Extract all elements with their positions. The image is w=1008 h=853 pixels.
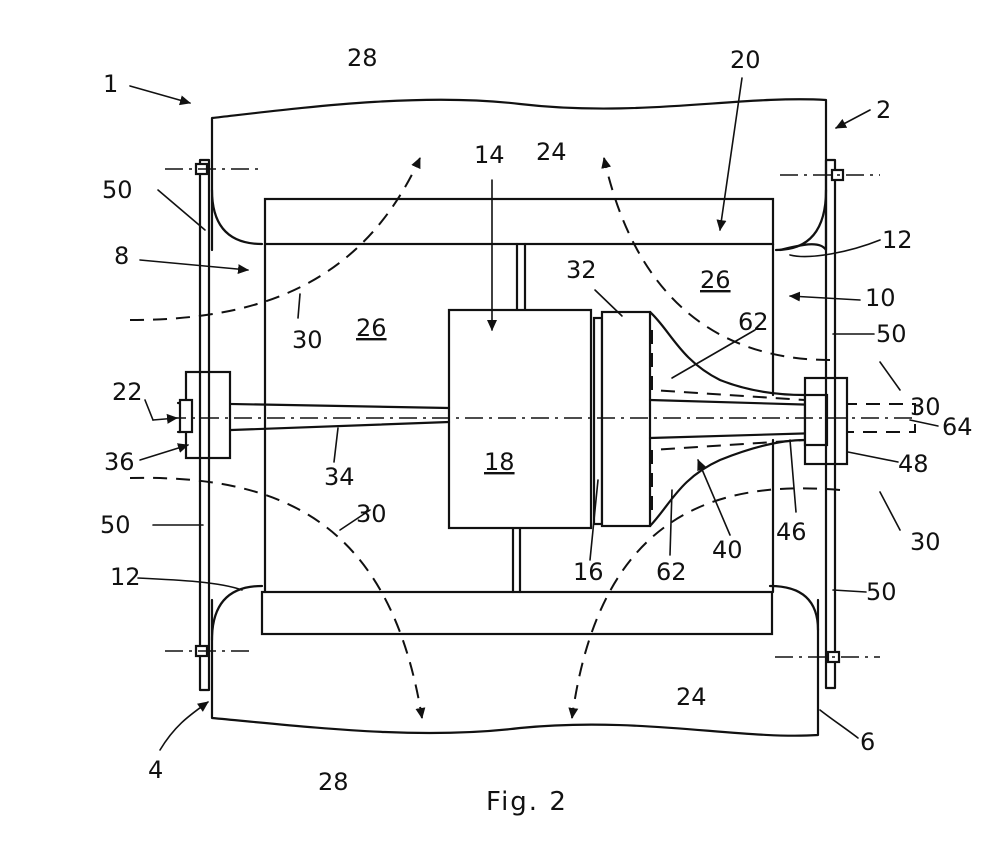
- impeller-dashed-62: [652, 330, 805, 510]
- leader-22: [153, 418, 177, 420]
- label-12-bottom: 12: [110, 563, 141, 591]
- leader-36: [140, 445, 188, 460]
- label-32: 32: [566, 256, 597, 284]
- label-62-a: 62: [738, 308, 769, 336]
- label-36: 36: [104, 448, 135, 476]
- label-6: 6: [860, 728, 875, 756]
- leader-50-tl: [158, 190, 205, 230]
- label-48: 48: [898, 450, 929, 478]
- label-40: 40: [712, 536, 743, 564]
- disk-32: [602, 312, 650, 526]
- leader-12-bottom: [138, 578, 242, 590]
- label-62-b: 62: [656, 558, 687, 586]
- leader-6: [820, 710, 858, 738]
- label-30-b: 30: [356, 500, 387, 528]
- leader-8: [140, 260, 248, 270]
- coupling-16: [594, 318, 602, 524]
- label-24-top: 24: [536, 138, 567, 166]
- label-28-bottom: 28: [318, 768, 349, 796]
- leader-2: [836, 110, 870, 128]
- label-2: 2: [876, 96, 891, 124]
- label-12-top: 12: [882, 226, 913, 254]
- leader-30-a: [298, 294, 300, 318]
- lower-plate-24: [262, 592, 772, 634]
- label-30-c: 30: [910, 393, 941, 421]
- label-30-a: 30: [292, 326, 323, 354]
- leader-30-d: [880, 492, 900, 530]
- impeller-62: [650, 312, 805, 526]
- label-64: 64: [942, 413, 973, 441]
- leader-30-c: [880, 362, 900, 390]
- bearing-36-inner: [180, 400, 192, 432]
- label-50-bl: 50: [100, 511, 131, 539]
- shaft-46: [650, 400, 820, 438]
- label-8: 8: [114, 242, 129, 270]
- label-50-tl: 50: [102, 176, 133, 204]
- label-50-tr: 50: [876, 320, 907, 348]
- label-28-top: 28: [347, 44, 378, 72]
- leader-4: [160, 702, 208, 750]
- leader-46: [790, 440, 796, 512]
- label-18: 18: [484, 448, 515, 476]
- label-26-right: 26: [700, 266, 731, 294]
- label-34: 34: [324, 463, 355, 491]
- leader-34: [334, 428, 338, 462]
- label-20: 20: [730, 46, 761, 74]
- label-4: 4: [148, 756, 163, 784]
- figure-caption: Fig. 2: [486, 787, 568, 817]
- label-14: 14: [474, 141, 505, 169]
- leader-22b: [145, 400, 153, 420]
- label-50-br: 50: [866, 578, 897, 606]
- leader-48: [848, 452, 898, 462]
- label-1: 1: [103, 70, 118, 98]
- label-10: 10: [865, 284, 896, 312]
- label-16: 16: [573, 558, 604, 586]
- label-46: 46: [776, 518, 807, 546]
- upper-plate-24: [265, 199, 773, 244]
- bearing-48-inner: [805, 395, 827, 445]
- label-22: 22: [112, 378, 143, 406]
- label-24-bottom: 24: [676, 683, 707, 711]
- label-30-d: 30: [910, 528, 941, 556]
- motor-18: [449, 310, 591, 528]
- label-26-left: 26: [356, 314, 387, 342]
- leader-50-br: [833, 590, 866, 592]
- leader-1: [130, 86, 190, 103]
